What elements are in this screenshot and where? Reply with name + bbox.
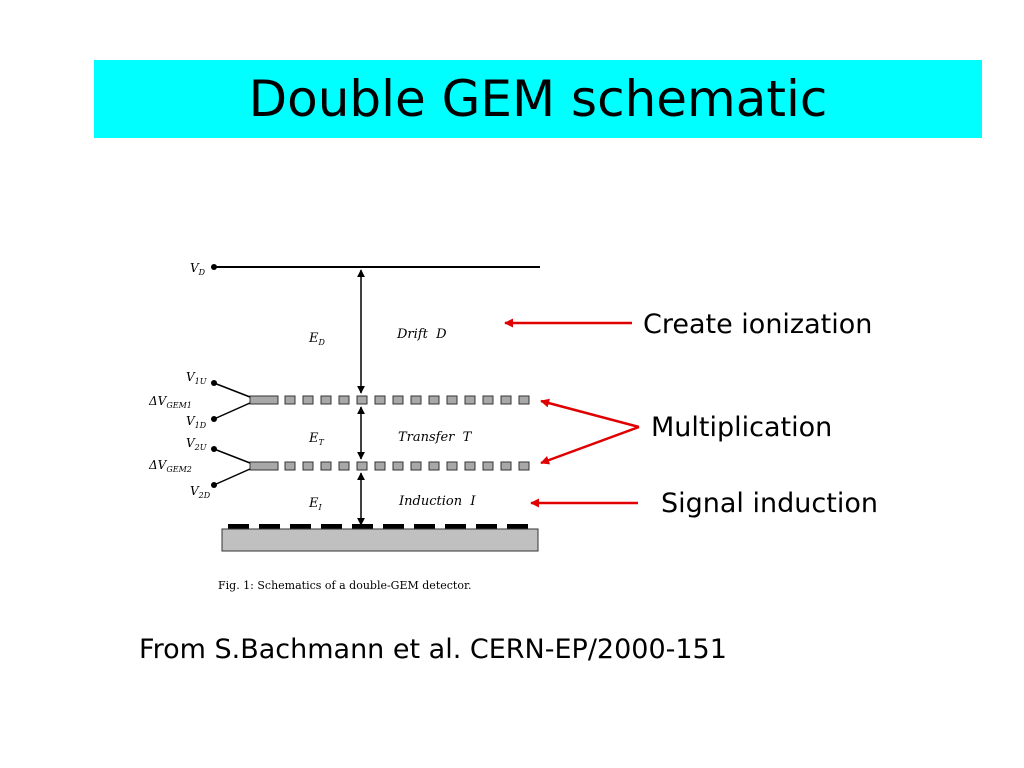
gem1-segment: [392, 395, 404, 405]
gem2-segment: [302, 461, 314, 471]
induction-region-label: Induction I: [398, 494, 476, 509]
v2u-label: V2U: [186, 436, 207, 452]
gem1-segment: [302, 395, 314, 405]
source-citation: From S.Bachmann et al. CERN-EP/2000-151: [139, 634, 727, 665]
slide-title: Double GEM schematic: [248, 70, 828, 128]
drift-region-label: Drift D: [396, 327, 447, 342]
gem1-segment: [356, 395, 368, 405]
gem2-segment: [410, 461, 422, 471]
readout-pad: [228, 524, 249, 529]
readout-pad: [321, 524, 342, 529]
gem2-segment: [464, 461, 476, 471]
ei-label: EI: [308, 496, 323, 512]
ed-label: ED: [308, 331, 326, 347]
gem1-segment: [500, 395, 512, 405]
readout-pad: [259, 524, 280, 529]
readout-pad: [352, 524, 373, 529]
title-bar: Double GEM schematic: [94, 60, 982, 138]
gem2-foil: [249, 461, 530, 471]
gem1-leads: [211, 380, 251, 422]
multiplication-arrow-gem2: [540, 425, 640, 465]
gem1-segment: [410, 395, 422, 405]
gem1-segment: [518, 395, 530, 405]
vd-terminal: [211, 264, 217, 270]
v1u-label: V1U: [186, 370, 207, 386]
gem2-segment: [284, 461, 296, 471]
dv-gem1-label: ΔVGEM1: [148, 394, 192, 410]
signal-induction-label: Signal induction: [661, 488, 878, 519]
gem1-segment: [428, 395, 440, 405]
readout-pad: [507, 524, 528, 529]
transfer-region-label: Transfer T: [398, 430, 473, 445]
readout-board: [221, 528, 539, 552]
multiplication-arrow-gem1: [540, 398, 640, 429]
dv-gem2-label: ΔVGEM2: [148, 458, 192, 474]
figure-caption: Fig. 1: Schematics of a double-GEM detec…: [218, 579, 472, 592]
readout-pad: [445, 524, 466, 529]
gem1-segment: [338, 395, 350, 405]
gem1-foil: [249, 395, 530, 405]
gem1-segment: [482, 395, 494, 405]
gem2-segment: [338, 461, 350, 471]
v1d-label: V1D: [186, 414, 207, 430]
readout-pad: [476, 524, 497, 529]
gem1-segment: [320, 395, 332, 405]
gem1-segment: [284, 395, 296, 405]
v2d-label: V2D: [190, 484, 211, 500]
gem2-leads: [211, 446, 251, 488]
gem2-segment: [428, 461, 440, 471]
gem2-segment: [356, 461, 368, 471]
gem2-segment: [446, 461, 458, 471]
gem2-segment: [392, 461, 404, 471]
readout-pad: [290, 524, 311, 529]
multiplication-label: Multiplication: [651, 412, 833, 443]
gem1-segment: [374, 395, 386, 405]
gem2-segment: [374, 461, 386, 471]
readout-pads: [228, 524, 528, 529]
vd-label: VD: [190, 261, 206, 277]
gem1-segment: [464, 395, 476, 405]
gem2-segment: [518, 461, 530, 471]
gem2-segment: [500, 461, 512, 471]
create-ionization-label: Create ionization: [643, 309, 873, 340]
gem2-segment: [482, 461, 494, 471]
gem1-segment: [446, 395, 458, 405]
et-label: ET: [308, 431, 325, 447]
readout-pad: [383, 524, 404, 529]
readout-pad: [414, 524, 435, 529]
gem2-segment: [320, 461, 332, 471]
